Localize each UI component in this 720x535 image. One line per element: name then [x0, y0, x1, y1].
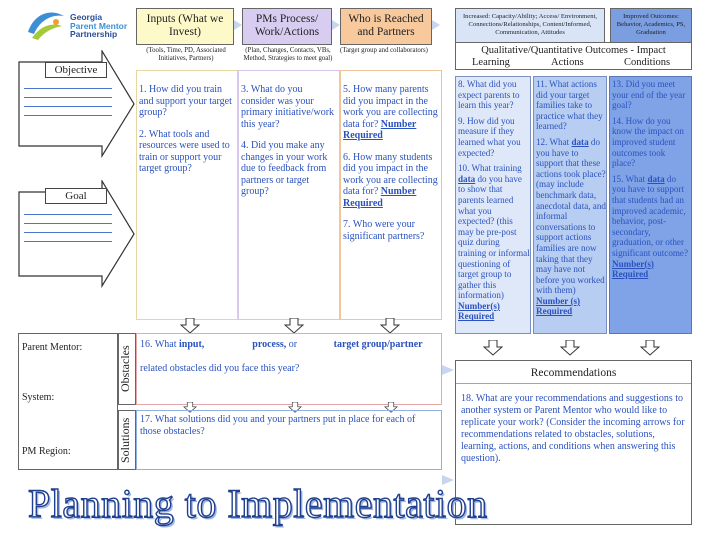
obstacles-label: Obstacles — [118, 345, 132, 393]
down-arrow-icon — [560, 340, 580, 356]
arrow-right-icon — [442, 475, 454, 485]
solutions-side — [118, 410, 136, 470]
logo-line1: Georgia — [70, 12, 103, 22]
obstacles-side — [118, 333, 136, 405]
objective-lines — [24, 88, 112, 124]
header-inputs: Inputs (What we Invest) — [136, 8, 234, 45]
down-arrow-icon — [180, 318, 200, 334]
arrow-right-icon — [432, 20, 440, 30]
subhead-inputs: (Tools, Time, PD, Associated Initiatives… — [146, 47, 226, 62]
header-improved: Improved Outcomes: Behavior, Academics, … — [610, 8, 692, 45]
arrow-right-icon — [234, 20, 242, 30]
conditions-questions: 13. Did you meet your end of the year go… — [612, 79, 690, 286]
obstacles-box — [136, 333, 442, 405]
learning-panel — [455, 76, 531, 334]
outcomes-conditions: Conditions — [624, 57, 671, 68]
who-questions: 5. How many parents did you impact in th… — [343, 84, 439, 248]
down-arrow-icon — [284, 318, 304, 334]
objective-label-box: Objective — [45, 62, 107, 78]
arrow-right-icon — [442, 365, 454, 375]
question-18: 18. What are your recommendations and su… — [461, 393, 685, 464]
question-3: 3. What do you consider was your primary… — [241, 84, 335, 130]
down-arrow-icon — [380, 318, 400, 334]
pms-panel — [238, 70, 340, 320]
logo-swoosh-icon — [28, 12, 64, 40]
goal-label-box: Goal — [45, 188, 107, 204]
question-17: 17. What solutions did you and your part… — [140, 414, 416, 437]
down-arrow-icon — [384, 402, 398, 413]
pms-questions: 3. What do you consider was your primary… — [241, 84, 337, 204]
header-pms: PMs Process/ Work/Actions — [242, 8, 332, 45]
down-arrow-icon — [183, 402, 197, 413]
objective-label: Objective — [54, 64, 98, 76]
logo: Georgia Parent Mentor Partnership — [26, 8, 136, 44]
question-11: 11. What actions did your target familie… — [536, 79, 603, 132]
outcomes-learning: Learning — [472, 57, 510, 68]
outcomes-actions: Actions — [551, 57, 584, 68]
solutions-box — [136, 410, 442, 470]
question-4: 4. Did you make any changes in your work… — [241, 140, 328, 197]
question-16: 16. What input,process, or target group/… — [140, 339, 423, 374]
question-7: 7. Who were your significant partners? — [343, 219, 425, 242]
down-arrow-icon — [288, 402, 302, 413]
question-2: 2. What tools and resources were used to… — [139, 128, 230, 175]
logo-line3: Partnership — [70, 29, 118, 39]
goal-label: Goal — [65, 190, 87, 202]
row-label-parent-mentor: Parent Mentor: — [22, 342, 83, 353]
bottom-left-region — [18, 333, 118, 470]
subhead-pms: (Plan, Changes, Contacts, VBs, Method, S… — [243, 47, 333, 62]
question-5: 5. How many parents did you impact in th… — [343, 84, 438, 141]
header-who: Who is Reached and Partners — [340, 8, 432, 45]
question-12: 12. What data do you have to support tha… — [536, 136, 606, 317]
recommendations-box: Recommendations 18. What are your recomm… — [455, 360, 692, 525]
learning-questions: 8. What did you expect parents to learn … — [458, 79, 530, 328]
row-label-system: System: — [22, 392, 55, 403]
conditions-panel — [609, 76, 692, 334]
goal-lines — [24, 214, 112, 250]
actions-panel — [533, 76, 607, 334]
outcomes-title: Qualitative/Quantitative Outcomes - Impa… — [481, 45, 666, 56]
question-13: 13. Did you meet your end of the year go… — [612, 79, 686, 111]
recommendations-title: Recommendations — [530, 367, 617, 379]
down-arrow-icon — [483, 340, 503, 356]
question-6: 6. How many students did you impact in t… — [343, 151, 438, 209]
question-9: 9. How did you measure if they learned w… — [458, 115, 521, 158]
question-14: 14. How do you know the impact on improv… — [612, 115, 684, 169]
subhead-who: (Target group and collaborators) — [340, 47, 428, 54]
solutions-label: Solutions — [118, 417, 132, 463]
question-8: 8. What did you expect parents to learn … — [458, 79, 520, 111]
logo-line2: Parent Mentor — [70, 20, 128, 31]
question-1: 1. How did you train and support your ta… — [139, 84, 232, 118]
down-arrow-icon — [640, 340, 660, 356]
actions-questions: 11. What actions did your target familie… — [536, 79, 606, 323]
header-increased: Increased: Capacity/Ability; Access/ Env… — [455, 8, 605, 45]
inputs-questions: 1. How did you train and support your ta… — [139, 84, 237, 181]
outcomes-header: Qualitative/Quantitative Outcomes - Impa… — [455, 42, 692, 70]
row-label-pm-region: PM Region: — [22, 446, 71, 457]
page-title: Planning to Implementation — [27, 480, 488, 526]
question-15: 15. What data do you have to support tha… — [612, 173, 689, 280]
question-10: 10. What training data do you have to sh… — [458, 163, 530, 322]
arrow-right-icon — [332, 20, 340, 30]
